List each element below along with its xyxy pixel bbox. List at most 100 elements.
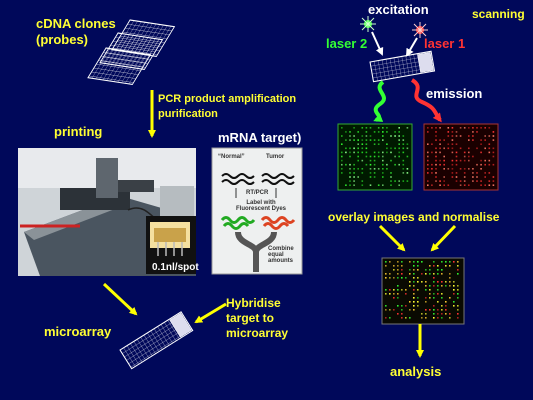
array-spot [406, 143, 409, 145]
array-spot [457, 313, 459, 315]
array-spot [429, 265, 431, 267]
array-spot [397, 261, 399, 263]
array-spot [457, 273, 459, 275]
array-spot [429, 289, 431, 291]
array-spot [413, 285, 415, 287]
array-spot [361, 180, 364, 182]
array-spot [402, 135, 405, 137]
red-emission-arrow [410, 78, 442, 123]
cdna-clones-label: cDNA clones (probes) [36, 16, 116, 47]
array-spot [369, 135, 372, 137]
array-spot [361, 143, 364, 145]
array-spot [386, 168, 388, 170]
array-spot [463, 176, 466, 178]
array-spot [361, 147, 364, 150]
array-spot [443, 139, 445, 141]
array-spot [425, 269, 427, 271]
array-spot [435, 127, 437, 129]
array-spot [443, 159, 445, 162]
array-spot [349, 172, 351, 174]
array-spot [386, 147, 388, 150]
array-spot [405, 289, 407, 291]
array-spot [421, 273, 423, 275]
array-spot [480, 143, 482, 145]
array-spot [417, 289, 419, 291]
array-spot [468, 159, 470, 162]
array-spot [369, 176, 372, 178]
array-spot [433, 305, 435, 307]
array-spot [427, 127, 429, 129]
array-spot [413, 289, 415, 291]
array-spot [402, 139, 405, 141]
array-spot [401, 305, 403, 307]
array-spot [406, 155, 409, 158]
array-spot [390, 172, 392, 174]
array-spot [341, 143, 343, 145]
array-spot [437, 301, 439, 303]
array-spot [417, 301, 419, 303]
array-spot [472, 155, 474, 158]
array-spot [373, 159, 376, 162]
array-spot [397, 293, 399, 295]
array-spot [409, 281, 411, 283]
array-spot [476, 176, 478, 178]
array-spot [472, 135, 474, 137]
array-spot [357, 151, 359, 154]
array-spot [369, 139, 372, 141]
array-spot [433, 265, 435, 267]
array-spot [393, 289, 395, 291]
array-spot [435, 176, 437, 178]
array-spot [353, 139, 355, 141]
array-spot [397, 273, 399, 275]
array-spot [382, 127, 384, 129]
array-spot [484, 135, 486, 137]
array-spot [357, 155, 359, 158]
mrna-normal-label: “Normal” [218, 154, 245, 160]
array-spot [386, 151, 388, 154]
array-spot [390, 176, 392, 178]
array-spot [457, 289, 459, 291]
array-spot [385, 277, 387, 279]
array-spot [427, 131, 429, 133]
array-spot [455, 163, 458, 166]
array-spot [413, 277, 415, 279]
array-spot [472, 127, 474, 129]
array-spot [382, 168, 384, 170]
array-spot [480, 163, 482, 166]
array-spot [365, 155, 368, 158]
array-spot [427, 184, 429, 186]
array-spot [437, 289, 439, 291]
array-spot [357, 147, 359, 150]
array-spot [349, 180, 351, 182]
array-spot [435, 151, 437, 154]
array-spot [449, 261, 451, 263]
array-spot [437, 273, 439, 275]
array-spot [345, 139, 347, 141]
array-spot [449, 297, 451, 299]
overlay-label: overlay images and normalise [328, 210, 500, 224]
array-spot [433, 261, 435, 263]
array-spot [417, 269, 419, 271]
array-spot [385, 265, 387, 267]
array-spot [417, 305, 419, 307]
array-spot [435, 135, 437, 137]
array-spot [437, 317, 439, 319]
array-spot [398, 155, 400, 158]
array-spot [457, 317, 459, 319]
array-spot [476, 172, 478, 174]
array-spot [427, 159, 429, 162]
array-spot [480, 168, 482, 170]
array-spot [463, 155, 466, 158]
array-spot [429, 285, 431, 287]
array-spot [468, 155, 470, 158]
array-spot [389, 277, 391, 279]
array-spot [361, 139, 364, 141]
array-spot [369, 163, 372, 166]
array-spot [429, 293, 431, 295]
array-spot [421, 281, 423, 283]
array-spot [445, 285, 447, 287]
array-spot [447, 147, 450, 150]
array-spot [349, 151, 351, 154]
array-spot [405, 317, 407, 319]
array-spot [417, 277, 419, 279]
